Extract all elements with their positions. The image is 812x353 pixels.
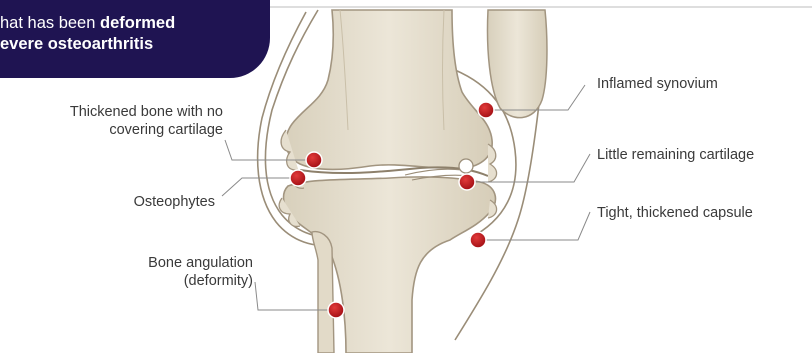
banner-line1-bold: deformed xyxy=(100,14,175,32)
marker-thickened-bone xyxy=(306,152,322,168)
label-tight-capsule: Tight, thickened capsule xyxy=(597,204,753,222)
marker-little-cartilage xyxy=(459,174,475,190)
banner-line1-plain: hat has been xyxy=(0,14,100,32)
femur xyxy=(286,10,492,170)
banner-title: hat has been deformed evere osteoarthrit… xyxy=(0,13,256,55)
synovial-cyst xyxy=(459,159,473,173)
label-osteophytes: Osteophytes xyxy=(134,193,215,211)
marker-inflamed-synovium xyxy=(478,102,494,118)
label-thickened-bone: Thickened bone with no covering cartilag… xyxy=(70,103,223,139)
marker-bone-angulation xyxy=(328,302,344,318)
marker-tight-capsule xyxy=(470,232,486,248)
patella xyxy=(488,10,547,118)
label-inflamed-synovium: Inflamed synovium xyxy=(597,75,718,93)
banner-line2: evere osteoarthritis xyxy=(0,34,256,55)
label-little-cartilage: Little remaining cartilage xyxy=(597,146,754,164)
fibula xyxy=(312,232,334,353)
label-bone-angulation: Bone angulation (deformity) xyxy=(148,254,253,290)
marker-osteophytes xyxy=(290,170,306,186)
